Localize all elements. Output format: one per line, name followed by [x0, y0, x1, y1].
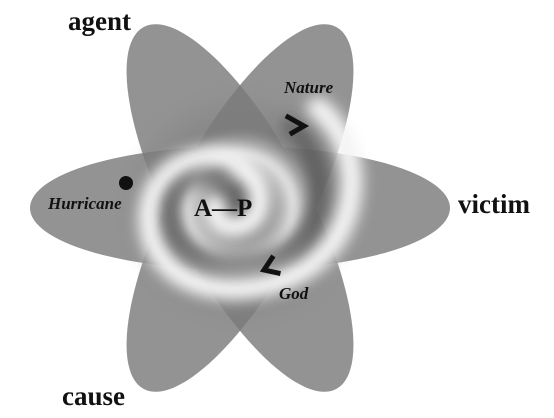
- center-label: A—P: [194, 195, 252, 222]
- label-agent: agent: [68, 6, 131, 36]
- label-victim: victim: [458, 189, 530, 219]
- nature-chevron-icon: [284, 113, 310, 137]
- label-cause: cause: [62, 381, 125, 411]
- label-nature: Nature: [283, 78, 334, 97]
- label-god: God: [279, 284, 309, 303]
- hurricane-dot-icon: [119, 176, 133, 190]
- center-swirl: [120, 90, 363, 330]
- god-chevron-icon: [259, 254, 281, 276]
- label-hurricane: Hurricane: [47, 194, 122, 213]
